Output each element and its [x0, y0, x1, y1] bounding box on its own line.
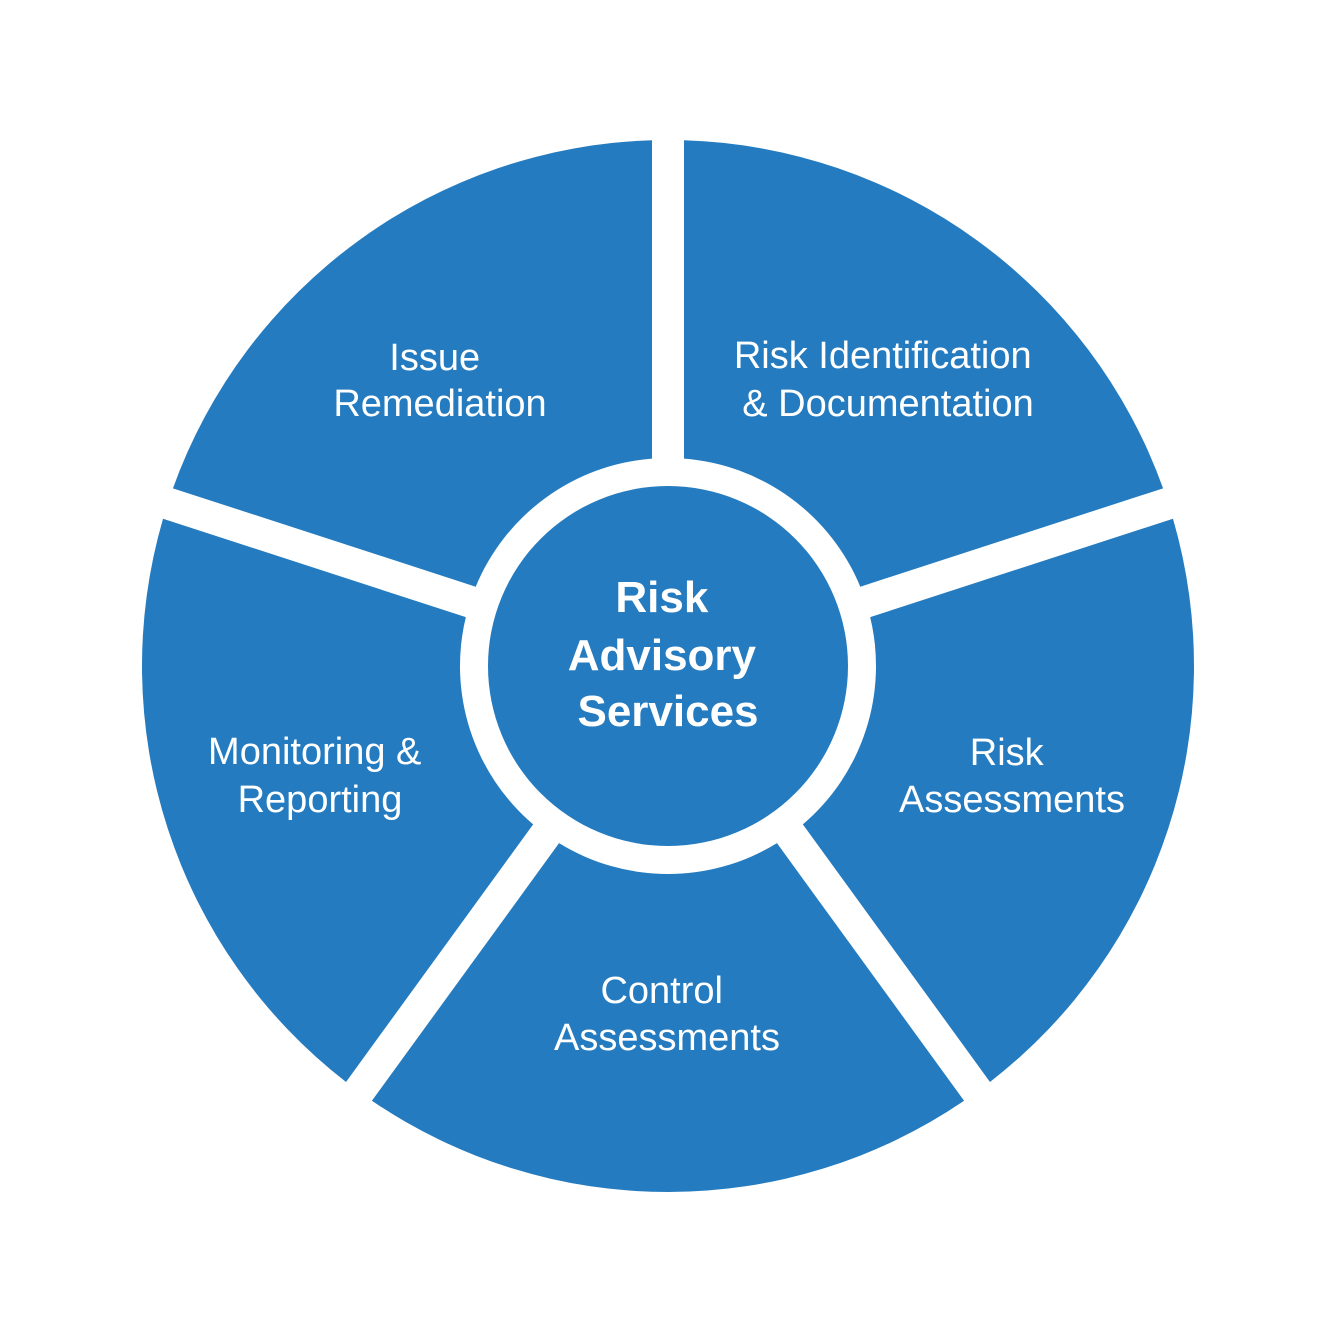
segment-line: Issue: [389, 337, 480, 379]
segment-line: & Documentation: [742, 383, 1034, 425]
segment-label-issue-remediation: Issue Remediation: [333, 337, 546, 425]
segment-risk-identification: [684, 140, 1164, 587]
segment-risk-assessments: [802, 518, 1195, 1082]
segment-issue-remediation: [172, 140, 653, 587]
segment-label-monitoring-reporting: Monitoring & Reporting: [208, 731, 432, 821]
segment-label-risk-assessments: Risk Assessments: [899, 732, 1125, 821]
segment-line: Assessments: [899, 779, 1125, 821]
hub-line-3: Services: [577, 687, 758, 736]
segment-line: Reporting: [238, 779, 403, 821]
segment-control-assessments: [371, 843, 965, 1193]
hub-line-2: Advisory: [568, 631, 757, 680]
segment-label-risk-identification: Risk Identification & Documentation: [734, 335, 1042, 425]
segment-label-control-assessments: Control Assessments: [554, 970, 780, 1059]
segment-line: Control: [600, 970, 723, 1012]
segment-line: Risk: [970, 732, 1045, 774]
segment-monitoring-reporting: [141, 518, 534, 1082]
segments-layer: [141, 140, 1195, 1193]
segment-line: Remediation: [333, 383, 546, 425]
hub-line-1: Risk: [615, 573, 708, 622]
hub-circle: [488, 486, 848, 846]
hub-label: Risk Advisory Services: [568, 573, 769, 736]
segment-line: Assessments: [554, 1017, 780, 1059]
segment-line: Monitoring &: [208, 731, 421, 773]
segment-line: Risk Identification: [734, 335, 1032, 377]
